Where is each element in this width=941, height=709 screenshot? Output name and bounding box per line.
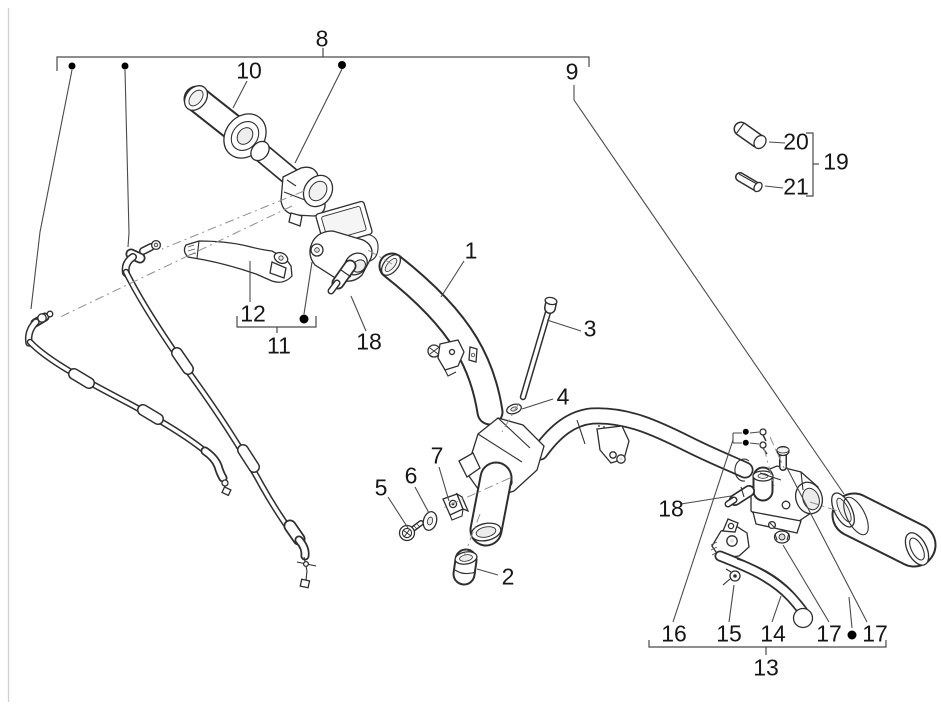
screws-16 — [759, 428, 768, 455]
long-bolt — [519, 296, 558, 401]
leader-lines — [30, 48, 887, 655]
clip-nut-7 — [442, 492, 470, 521]
stop-switch-left — [327, 259, 357, 295]
pin-21 — [735, 172, 763, 193]
brake-lever-right — [710, 518, 814, 629]
bushing-2 — [452, 548, 478, 586]
alignment-axes — [57, 190, 839, 557]
screw-5 — [398, 520, 424, 542]
handlebar-tube — [378, 252, 754, 547]
grip-right-part — [831, 492, 937, 568]
lever-mount-right — [750, 465, 824, 534]
pivot-bolt — [776, 445, 790, 471]
washer-4 — [506, 403, 522, 415]
brake-lever-left — [183, 240, 293, 283]
cable-left — [24, 310, 232, 497]
pivot-nut — [773, 530, 791, 544]
master-cylinder — [309, 200, 379, 282]
lever-clip — [722, 568, 741, 586]
pin-20 — [733, 121, 767, 150]
washer-6 — [422, 511, 438, 531]
cable-right — [121, 239, 317, 589]
stop-switch-right — [724, 485, 755, 508]
